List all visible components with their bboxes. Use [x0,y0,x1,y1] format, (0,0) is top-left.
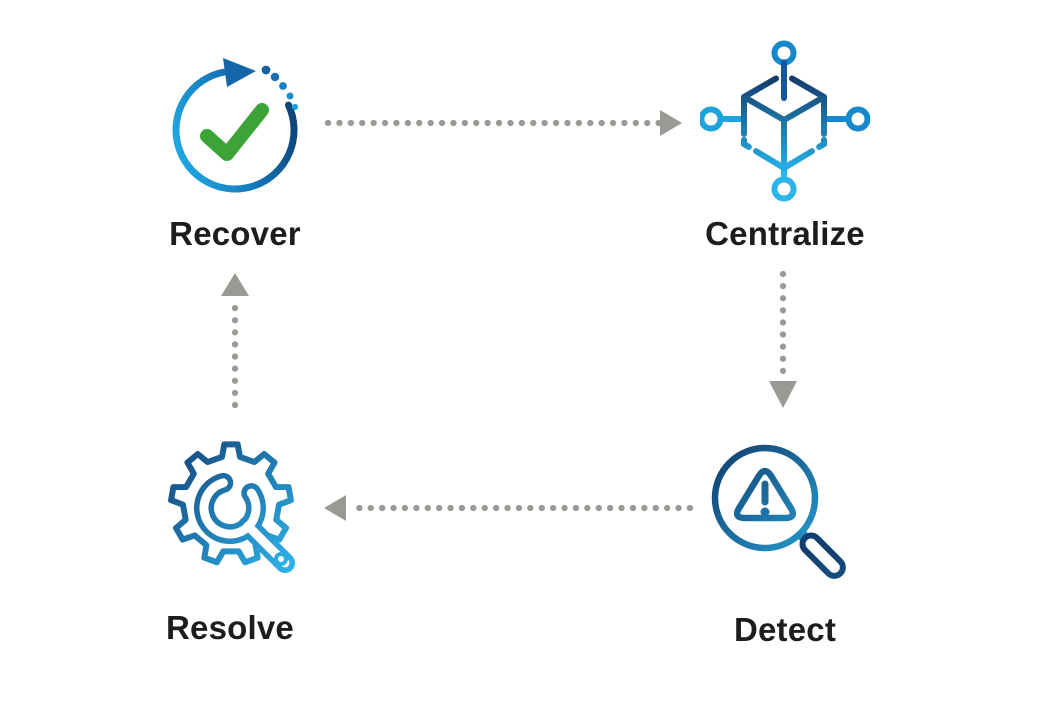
detect-label: Detect [733,611,837,648]
arrow-resolve-to-recover [221,273,249,409]
resolve-gear-wrench-icon [168,441,295,573]
resolve-label: Resolve [166,609,294,646]
node-centralize: Centralize [635,40,935,253]
arrow-centralize-to-detect [769,270,797,408]
arrow-recover-to-centralize [324,110,682,136]
centralize-network-cube-icon [700,40,870,202]
detect-magnifier-alert-icon [711,444,846,579]
node-recover: Recover [85,55,385,253]
centralize-label: Centralize [705,215,865,252]
node-detect: Detect [635,440,935,649]
recover-label: Recover [169,215,301,252]
arrow-detect-to-resolve [324,495,694,521]
recover-cycle-check-icon [172,58,299,193]
node-resolve: Resolve [80,438,380,647]
